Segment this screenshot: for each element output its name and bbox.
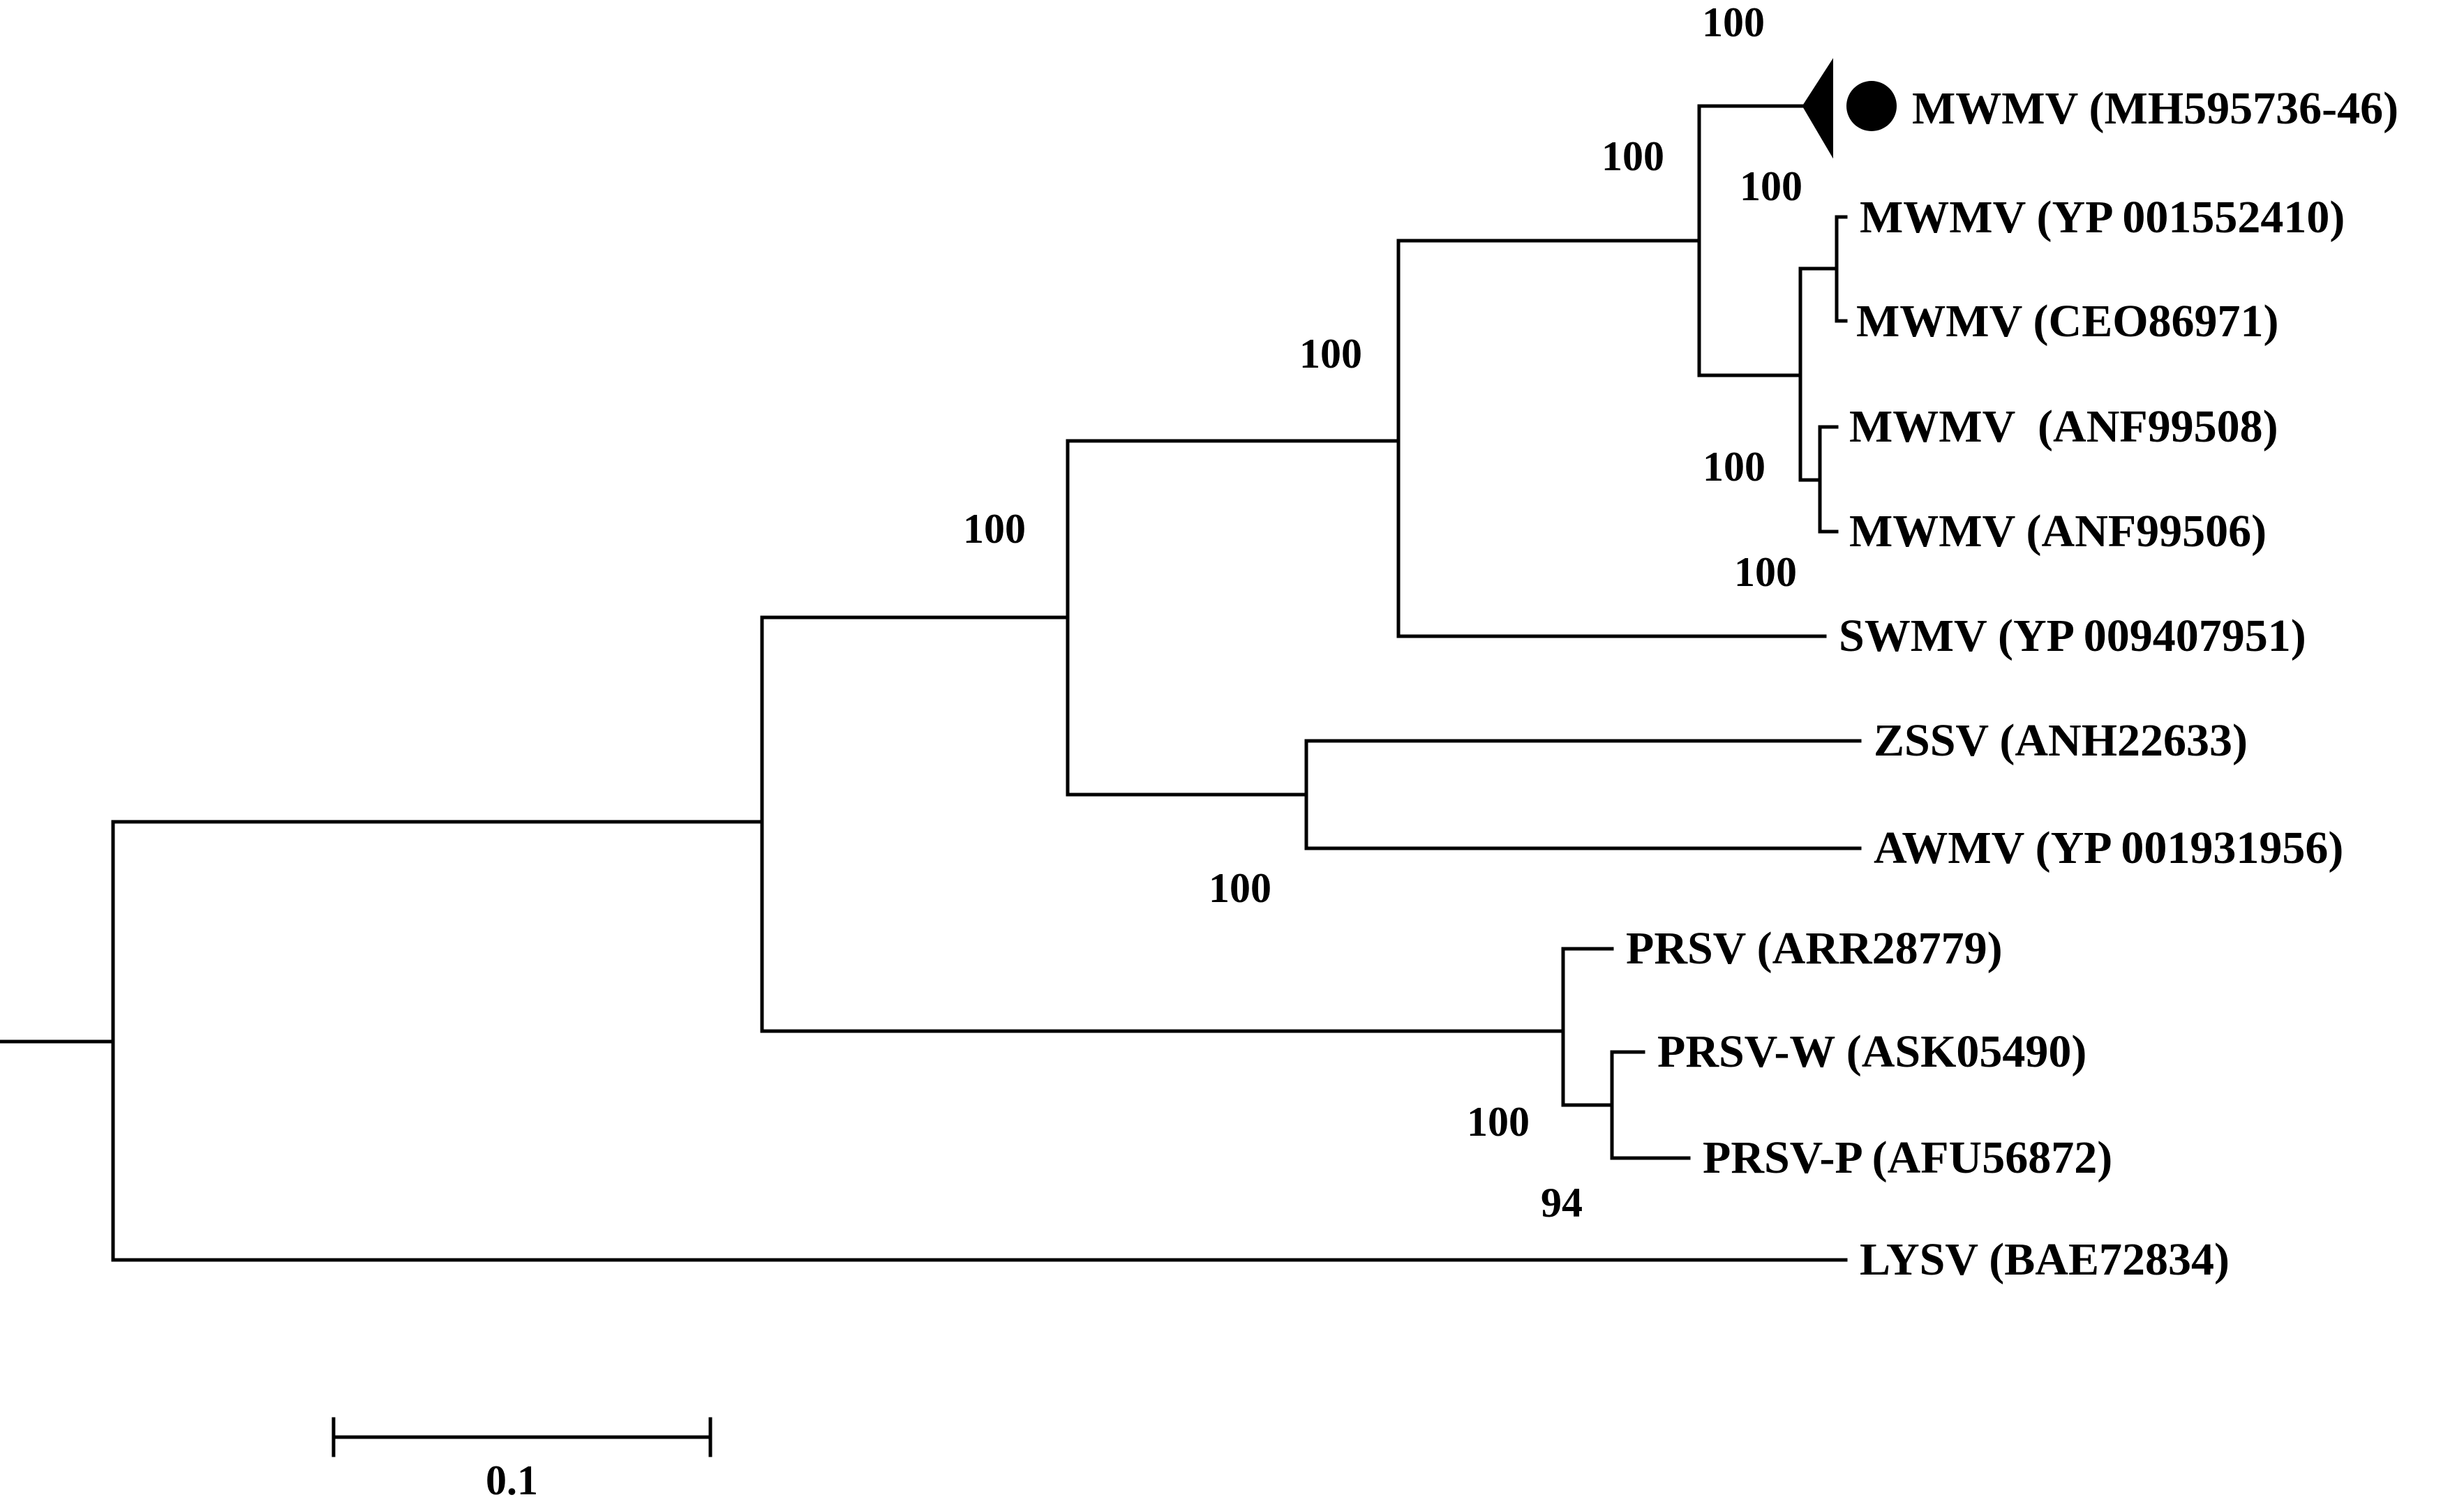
taxon-label: MWMV (CEO86971)	[1856, 296, 2279, 347]
taxon-label: PRSV-W (ASK05490)	[1657, 1026, 2086, 1077]
support-value: 100	[963, 506, 1026, 552]
support-value: 100	[1740, 163, 1802, 209]
support-value: 100	[1703, 444, 1765, 490]
support-value: 100	[1209, 865, 1271, 911]
support-value: 100	[1734, 549, 1797, 595]
taxon-label: LYSV (BAE72834)	[1860, 1234, 2230, 1285]
support-value: 100	[1299, 331, 1362, 377]
taxon-label: AWMV (YP 001931956)	[1874, 823, 2343, 873]
taxon-label: ZSSV (ANH22633)	[1874, 715, 2248, 766]
collapsed-clade-triangle	[1802, 58, 1833, 159]
support-value: 100	[1702, 0, 1765, 45]
taxon-label: MWMV (ANF99508)	[1849, 401, 2278, 452]
taxon-label: PRSV-P (AFU56872)	[1703, 1132, 2112, 1183]
taxon-label: MWMV (ANF99506)	[1849, 506, 2267, 557]
support-value: 100	[1601, 133, 1664, 179]
support-value: 100	[1467, 1099, 1530, 1145]
filled-circle-icon	[1846, 81, 1897, 131]
scale-bar-label: 0.1	[486, 1457, 538, 1502]
taxon-label: MWMV (YP 001552410)	[1860, 192, 2345, 243]
taxon-label: PRSV (ARR28779)	[1626, 923, 2003, 974]
taxon-label: MWMV (MH595736-46)	[1912, 83, 2398, 134]
support-value: 94	[1541, 1180, 1583, 1226]
taxon-label: SWMV (YP 009407951)	[1839, 610, 2306, 661]
